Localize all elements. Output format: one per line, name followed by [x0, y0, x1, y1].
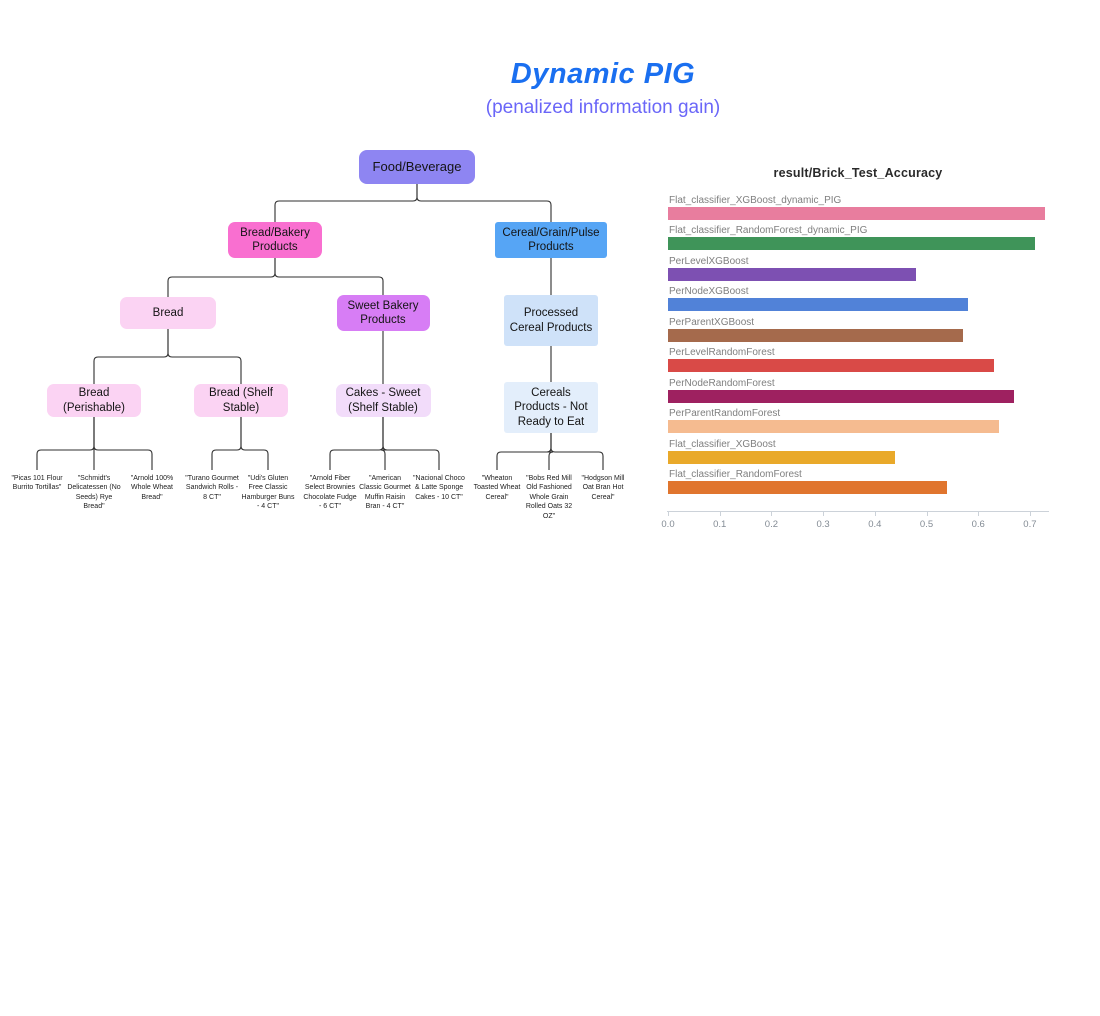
- tree-link: [36, 417, 95, 470]
- x-axis-tick: [926, 512, 928, 516]
- x-axis-tick-label: 0.7: [1023, 519, 1037, 530]
- tree-node-sweet-bakery: Sweet Bakery Products: [336, 295, 430, 331]
- x-axis-tick: [771, 512, 773, 516]
- tree-link: [496, 433, 552, 470]
- bar-1: [668, 207, 1046, 220]
- bar-label-4: PerNodeXGBoost: [669, 286, 749, 298]
- x-axis-tick-label: 0.4: [868, 519, 882, 530]
- bar-10: [668, 481, 948, 495]
- tree-node-leaf-schmidts: "Schmidt's Delicatessen (No Seeds) Rye B…: [67, 475, 121, 511]
- tree-links: [36, 184, 604, 470]
- bar-6: [668, 359, 994, 373]
- x-axis-tick: [978, 512, 980, 516]
- tree-link: [167, 329, 242, 384]
- bar-7: [668, 389, 1015, 403]
- bar-3: [668, 267, 917, 281]
- tree-node-leaf-american: "American Classic Gourmet Muffin Raisin …: [359, 475, 411, 511]
- tree-link: [416, 184, 552, 222]
- tree-link: [382, 417, 440, 470]
- tree-node-leaf-udis: "Udi's Gluten Free Classic Hamburger Bun…: [241, 475, 295, 511]
- bar-label-6: PerLevelRandomForest: [669, 347, 775, 359]
- x-axis-tick-label: 0.2: [764, 519, 778, 530]
- x-axis-tick-label: 0.0: [661, 519, 675, 530]
- x-axis-tick-label: 0.5: [919, 519, 934, 530]
- tree-node-cereal-grain: Cereal/Grain/Pulse Products: [495, 222, 607, 258]
- bar-label-8: PerParentRandomForest: [669, 408, 781, 420]
- tree-node-leaf-turano: "Turano Gourmet Sandwich Rolls - 8 CT": [185, 475, 239, 501]
- x-axis-tick: [1029, 512, 1031, 516]
- bar-label-1: Flat_classifier_XGBoost_dynamic_PIG: [669, 195, 842, 206]
- tree-node-processed-cereal: Processed Cereal Products: [504, 295, 598, 346]
- tree-node-leaf-picas: "Picas 101 Flour Burrito Tortillas": [11, 475, 63, 492]
- x-axis-tick-label: 0.3: [816, 519, 830, 530]
- figure-header: Dynamic PIG (penalized information gain): [303, 58, 903, 119]
- tree-node-cakes-sweet: Cakes - Sweet (Shelf Stable): [335, 384, 431, 417]
- tree-node-bread-bakery: Bread/Bakery Products: [228, 222, 322, 258]
- x-axis-tick: [823, 512, 825, 516]
- x-axis-tick: [668, 512, 669, 516]
- tree-node-bread-perishable: Bread (Perishable): [47, 384, 141, 417]
- bar-5: [668, 328, 963, 342]
- tree-link: [274, 258, 384, 295]
- tree-node-leaf-arnold-fiber: "Arnold Fiber Select Brownies Chocolate …: [303, 475, 357, 511]
- tree-node-leaf-arnold-wheat: "Arnold 100% Whole Wheat Bread": [130, 475, 174, 501]
- tree-link: [93, 417, 153, 470]
- bar-9: [668, 450, 896, 464]
- x-axis-tick: [719, 512, 721, 516]
- page-subtitle: (penalized information gain): [485, 97, 721, 118]
- tree-link: [211, 417, 242, 470]
- bar-8: [668, 420, 999, 434]
- chart-title: result/Brick_Test_Accuracy: [773, 166, 943, 180]
- tree-node-bread-shelf-stable: Bread (Shelf Stable): [194, 384, 288, 417]
- x-axis-tick-label: 0.6: [971, 519, 985, 530]
- tree-link: [329, 417, 384, 470]
- bar-label-7: PerNodeRandomForest: [669, 377, 775, 389]
- x-axis: 0.0 0.1 0.2 0.3 0.4 0.5 0.6 0.7: [661, 511, 1049, 532]
- bar-label-5: PerParentXGBoost: [669, 316, 755, 328]
- tree-link: [240, 417, 269, 470]
- tree-node-cereals-not-ready: Cereals Products - Not Ready to Eat: [504, 382, 598, 433]
- bar-4: [668, 298, 968, 312]
- tree-node-food-beverage: Food/Beverage: [359, 150, 475, 184]
- x-axis-tick: [874, 512, 876, 516]
- bar-label-10: Flat_classifier_RandomForest: [669, 469, 802, 481]
- tree-node-leaf-nacional: "Nacional Choco & Latte Sponge Cakes - 1…: [413, 475, 465, 501]
- x-axis-tick-label: 0.1: [713, 519, 727, 530]
- bar-2: [668, 237, 1036, 251]
- tree-link: [167, 258, 276, 297]
- tree-link: [93, 329, 169, 384]
- tree-node-leaf-wheaton: "Wheaton Toasted Wheat Cereal": [473, 475, 521, 501]
- tree-node-leaf-bobs: "Bobs Red Mill Old Fashioned Whole Grain…: [525, 475, 573, 520]
- tree-node-leaf-hodgson: "Hodgson Mill Oat Bran Hot Cereal": [581, 475, 625, 501]
- bar-label-9: Flat_classifier_XGBoost: [669, 438, 776, 450]
- bar-label-2: Flat_classifier_RandomForest_dynamic_PIG: [669, 225, 868, 237]
- bar-label-3: PerLevelXGBoost: [669, 255, 749, 267]
- tree-link: [274, 184, 418, 222]
- tree-link: [380, 417, 388, 470]
- tree-node-bread: Bread: [120, 297, 216, 329]
- page-title: Dynamic PIG: [510, 58, 696, 90]
- tree-link: [550, 433, 604, 470]
